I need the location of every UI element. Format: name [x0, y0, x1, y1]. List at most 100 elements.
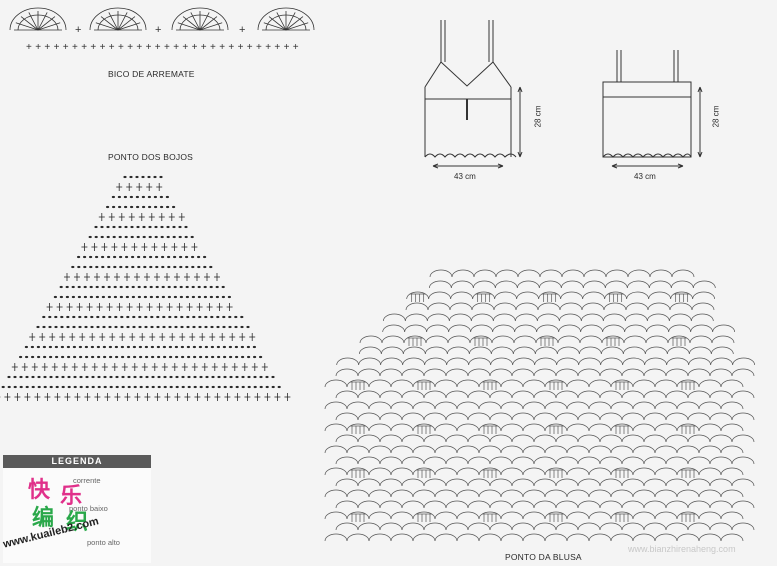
bojos-chain: [83, 285, 87, 289]
blusa-chain-arc: [671, 269, 695, 278]
blusa-chain-arc: [489, 478, 513, 487]
bojos-chain: [187, 355, 191, 359]
bojos-chain: [156, 345, 160, 349]
bojos-chain: [119, 265, 123, 269]
bojos-chain: [139, 355, 143, 359]
bojos-chain: [193, 355, 197, 359]
blusa-chain-arc: [379, 368, 403, 377]
blusa-chain-arc: [665, 522, 689, 531]
bojos-chain: [127, 355, 131, 359]
blusa-chain-arc: [522, 511, 546, 520]
blusa-chain-arc: [522, 533, 546, 542]
blusa-chain-arc: [668, 324, 692, 333]
bojos-chain: [89, 255, 93, 259]
bojos-chain: [77, 285, 81, 289]
blusa-chain-arc: [648, 280, 672, 289]
blusa-chain-arc: [599, 368, 623, 377]
blusa-chain-arc: [335, 390, 359, 399]
bojos-chain: [24, 345, 28, 349]
blusa-chain-arc: [602, 313, 626, 322]
blusa-chain-arc: [514, 313, 538, 322]
blusa-chain-arc: [346, 423, 370, 432]
blusa-chain-arc: [404, 324, 428, 333]
blusa-chain-arc: [709, 478, 733, 487]
bojos-chain: [131, 285, 135, 289]
bojos-chain: [191, 255, 195, 259]
blusa-chain-arc: [535, 335, 559, 344]
bojos-chain: [223, 375, 227, 379]
blusa-chain-arc: [478, 511, 502, 520]
bojos-chain: [172, 235, 176, 239]
bojos-chain: [103, 355, 107, 359]
blusa-chain-arc: [621, 500, 645, 509]
blusa-chain-arc: [566, 401, 590, 410]
bico-fan: [257, 7, 315, 31]
blusa-chain-arc: [649, 269, 673, 278]
blusa-chain-arc: [544, 511, 568, 520]
blusa-chain-arc: [522, 401, 546, 410]
bico-fan-stitch: [182, 16, 201, 31]
bico-fan-stitch: [276, 12, 287, 31]
blusa-chain-arc: [423, 390, 447, 399]
blusa-chain-arc: [698, 445, 722, 454]
bojos-chain: [259, 375, 263, 379]
bojos-chain: [221, 285, 225, 289]
blusa-chain-arc: [426, 313, 450, 322]
blusa-chain-arc: [402, 357, 426, 366]
bojos-chain: [173, 265, 177, 269]
bojos-chain: [31, 375, 35, 379]
blusa-chain-arc: [470, 324, 494, 333]
blusa-chain-arc: [578, 357, 602, 366]
blusa-chain-arc: [654, 489, 678, 498]
blusa-chain-arc: [621, 368, 645, 377]
blusa-chain-arc: [691, 302, 715, 311]
bojos-chain: [61, 355, 65, 359]
blusa-chain-arc: [665, 368, 689, 377]
blusa-chain-arc: [709, 456, 733, 465]
bojos-chain: [162, 345, 166, 349]
bojos-chain: [129, 195, 133, 199]
blusa-chain-arc: [690, 313, 714, 322]
bojos-chain: [180, 315, 184, 319]
blusa-chain-arc: [434, 533, 458, 542]
bojos-chain: [126, 315, 130, 319]
bojos-chain: [115, 385, 119, 389]
bojos-chain: [31, 385, 35, 389]
blusa-chain-arc: [522, 489, 546, 498]
bojos-chain: [246, 325, 250, 329]
blusa-chain-arc: [445, 522, 469, 531]
bojos-chain: [223, 385, 227, 389]
bojos-chain: [161, 265, 165, 269]
blusa-chain-arc: [627, 269, 651, 278]
blusa-chain-arc: [588, 467, 612, 476]
bico-fan: [171, 7, 229, 31]
bico-row-plus: +: [35, 42, 41, 53]
bojos-chain: [166, 225, 170, 229]
bojos-chain: [144, 315, 148, 319]
bojos-chain: [91, 385, 95, 389]
back-piece-width-label: 43 cm: [634, 172, 656, 181]
blusa-chain-arc: [445, 500, 469, 509]
bojos-chain: [142, 225, 146, 229]
blusa-chain-arc: [610, 445, 634, 454]
bojos-chain: [79, 355, 83, 359]
blusa-chain-arc: [578, 346, 602, 355]
blusa-chain-arc: [632, 445, 656, 454]
bojos-chain: [95, 285, 99, 289]
bico-row-plus: +: [247, 42, 253, 53]
bojos-chain: [179, 295, 183, 299]
bojos-chain: [149, 295, 153, 299]
blusa-chain-arc: [698, 401, 722, 410]
bico-row-plus: +: [284, 42, 290, 53]
bojos-chain: [49, 355, 53, 359]
bojos-chain: [271, 375, 275, 379]
bojos-chain: [157, 385, 161, 389]
bojos-chain: [271, 385, 275, 389]
bojos-chain: [205, 375, 209, 379]
bojos-chain: [235, 355, 239, 359]
bojos-chain: [132, 345, 136, 349]
bojos-chain: [117, 195, 121, 199]
bojos-chain: [151, 355, 155, 359]
bojos-chain: [192, 345, 196, 349]
bojos-chain: [71, 265, 75, 269]
